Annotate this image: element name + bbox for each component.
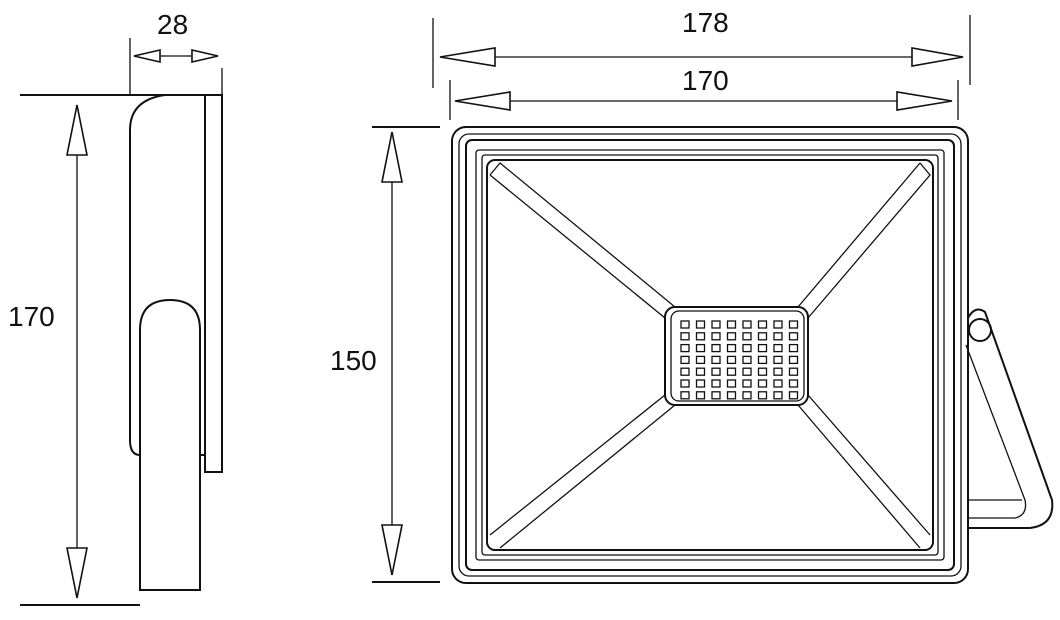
led-chip — [788, 379, 799, 388]
height-dimension-arrow — [66, 104, 88, 599]
led-chip — [788, 343, 799, 353]
mount-bracket — [139, 298, 201, 591]
led-chip — [680, 367, 690, 376]
led-chip — [726, 379, 737, 388]
led-chip — [680, 343, 690, 353]
bracket-bolt-icon — [968, 318, 992, 342]
led-chip — [742, 343, 752, 353]
led-chip — [695, 379, 706, 388]
inner-width-label: 170 — [682, 65, 729, 96]
led-chip — [726, 367, 737, 376]
led-chip — [680, 391, 690, 400]
led-chip — [757, 391, 768, 400]
led-chip — [711, 332, 721, 341]
led-chip — [757, 332, 768, 341]
front-height-dimension-arrow — [381, 131, 403, 576]
glass-border — [475, 149, 945, 561]
side-depth-label: 28 — [157, 9, 188, 40]
led-chip — [773, 391, 783, 400]
glass-border-inner — [481, 154, 939, 556]
led-chip — [757, 379, 768, 388]
led-chip — [757, 367, 768, 376]
led-chip — [757, 343, 768, 353]
led-chip — [711, 343, 721, 353]
led-chip — [757, 355, 768, 365]
led-chip — [788, 332, 799, 341]
led-chip — [773, 367, 783, 376]
led-chip — [695, 332, 706, 341]
led-chip — [680, 320, 690, 329]
led-chip — [695, 355, 706, 365]
led-module — [664, 306, 809, 406]
front-view: 178 170 150 — [330, 7, 1054, 584]
led-chip — [742, 391, 752, 400]
side-height-label: 170 — [8, 301, 55, 332]
led-chip — [773, 343, 783, 353]
led-chip — [773, 320, 783, 329]
front-height-label: 150 — [330, 345, 377, 376]
led-chip — [680, 379, 690, 388]
outer-frame — [451, 126, 969, 584]
led-chip — [711, 391, 721, 400]
led-chip — [773, 379, 783, 388]
led-chip — [757, 320, 768, 329]
side-view: 170 28 — [8, 9, 223, 606]
led-chip — [726, 355, 737, 365]
led-chip — [726, 320, 737, 329]
reflector-area — [486, 159, 934, 551]
outer-width-label: 178 — [682, 7, 729, 38]
led-chip — [742, 332, 752, 341]
led-chip — [726, 343, 737, 353]
led-chip — [788, 391, 799, 400]
frame-inner-edge — [465, 139, 955, 571]
led-chip — [726, 332, 737, 341]
led-chip — [695, 343, 706, 353]
led-chip — [788, 367, 799, 376]
led-chip — [711, 367, 721, 376]
led-chip — [711, 379, 721, 388]
led-chip — [788, 320, 799, 329]
front-glass-plate — [204, 94, 223, 473]
led-chip — [695, 391, 706, 400]
led-chip — [711, 355, 721, 365]
depth-dimension-arrow — [133, 48, 219, 64]
led-chip — [711, 320, 721, 329]
led-chip — [788, 355, 799, 365]
frame-bevel — [458, 133, 962, 577]
inner-width-dimension-arrow — [454, 91, 953, 111]
led-chip — [695, 320, 706, 329]
led-chip — [726, 391, 737, 400]
side-mount-bracket — [965, 308, 1054, 529]
led-chip — [773, 332, 783, 341]
led-chip — [773, 355, 783, 365]
led-module-inner — [670, 310, 805, 402]
reflector-diagonals — [489, 162, 931, 549]
led-chip — [742, 367, 752, 376]
led-chip — [680, 355, 690, 365]
led-chip — [680, 332, 690, 341]
led-chip — [742, 320, 752, 329]
led-chip — [742, 355, 752, 365]
outer-width-dimension-arrow — [439, 47, 964, 67]
led-chip — [742, 379, 752, 388]
led-chip-grid — [680, 320, 799, 400]
led-chip — [695, 367, 706, 376]
